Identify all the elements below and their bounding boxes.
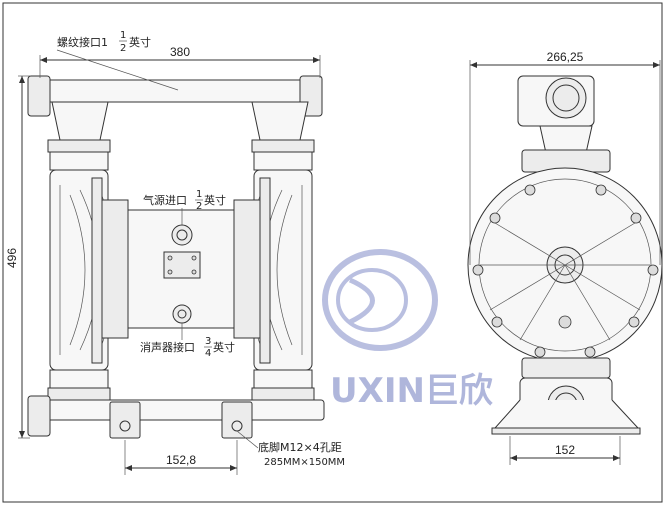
clamp-right-top xyxy=(251,139,315,153)
center-spacer-right xyxy=(233,199,261,339)
flange-right xyxy=(259,177,271,364)
callout-feet: 底脚M12×4孔距 xyxy=(258,440,342,454)
outlet-port-left xyxy=(27,75,51,117)
svg-text:2: 2 xyxy=(120,43,126,54)
callout-muffler: 消声器接口 xyxy=(140,340,195,354)
clamp-left-bottom xyxy=(47,387,111,401)
air-inlet-fitting xyxy=(171,224,193,246)
front-view: 380 496 152,8 螺纹接口1 1 2 英寸 气源进口 1 2 英寸 消… xyxy=(5,30,345,475)
valve-housing-right-top xyxy=(253,151,313,171)
top-manifold xyxy=(39,79,321,103)
dim-front-width: 380 xyxy=(170,45,190,59)
clamp-right-bottom xyxy=(251,387,315,401)
muffler-fitting xyxy=(172,304,192,324)
dim-side-width: 266,25 xyxy=(547,50,584,64)
svg-text:英寸: 英寸 xyxy=(213,340,235,354)
watermark-text: UXIN巨欣 xyxy=(330,371,493,411)
callout-air-inlet: 气源进口 xyxy=(143,193,187,207)
valve-housing-right-bottom xyxy=(253,369,313,389)
center-spacer-left xyxy=(101,199,129,339)
svg-text:3: 3 xyxy=(205,336,211,347)
svg-text:英寸: 英寸 xyxy=(204,193,226,207)
foot-right xyxy=(221,401,253,439)
manifold-elbow-right xyxy=(251,101,309,141)
bottom-manifold xyxy=(37,399,325,421)
manifold-elbow-left xyxy=(51,101,109,141)
callout-threaded-port: 螺纹接口1 xyxy=(57,35,108,49)
dim-front-base: 152,8 xyxy=(166,453,196,467)
svg-text:4: 4 xyxy=(205,348,211,359)
svg-text:英寸: 英寸 xyxy=(129,35,151,49)
side-view: 266,25 152 xyxy=(467,50,663,465)
flange-left xyxy=(91,177,103,364)
valve-housing-left-top xyxy=(49,151,109,171)
inlet-port-left xyxy=(27,395,51,437)
side-bottom-clamp xyxy=(521,357,611,379)
foot-left xyxy=(109,401,141,439)
svg-text:2: 2 xyxy=(196,201,202,212)
svg-text:1: 1 xyxy=(196,189,202,200)
watermark-logo xyxy=(322,249,438,351)
dim-side-base: 152 xyxy=(555,443,575,457)
side-base-foot xyxy=(493,399,640,429)
svg-text:1: 1 xyxy=(120,30,126,41)
dim-front-height: 496 xyxy=(5,248,19,268)
callout-feet-spacing: 285MM×150MM xyxy=(264,457,345,468)
clamp-left-top xyxy=(47,139,111,153)
valve-housing-left-bottom xyxy=(49,369,109,389)
